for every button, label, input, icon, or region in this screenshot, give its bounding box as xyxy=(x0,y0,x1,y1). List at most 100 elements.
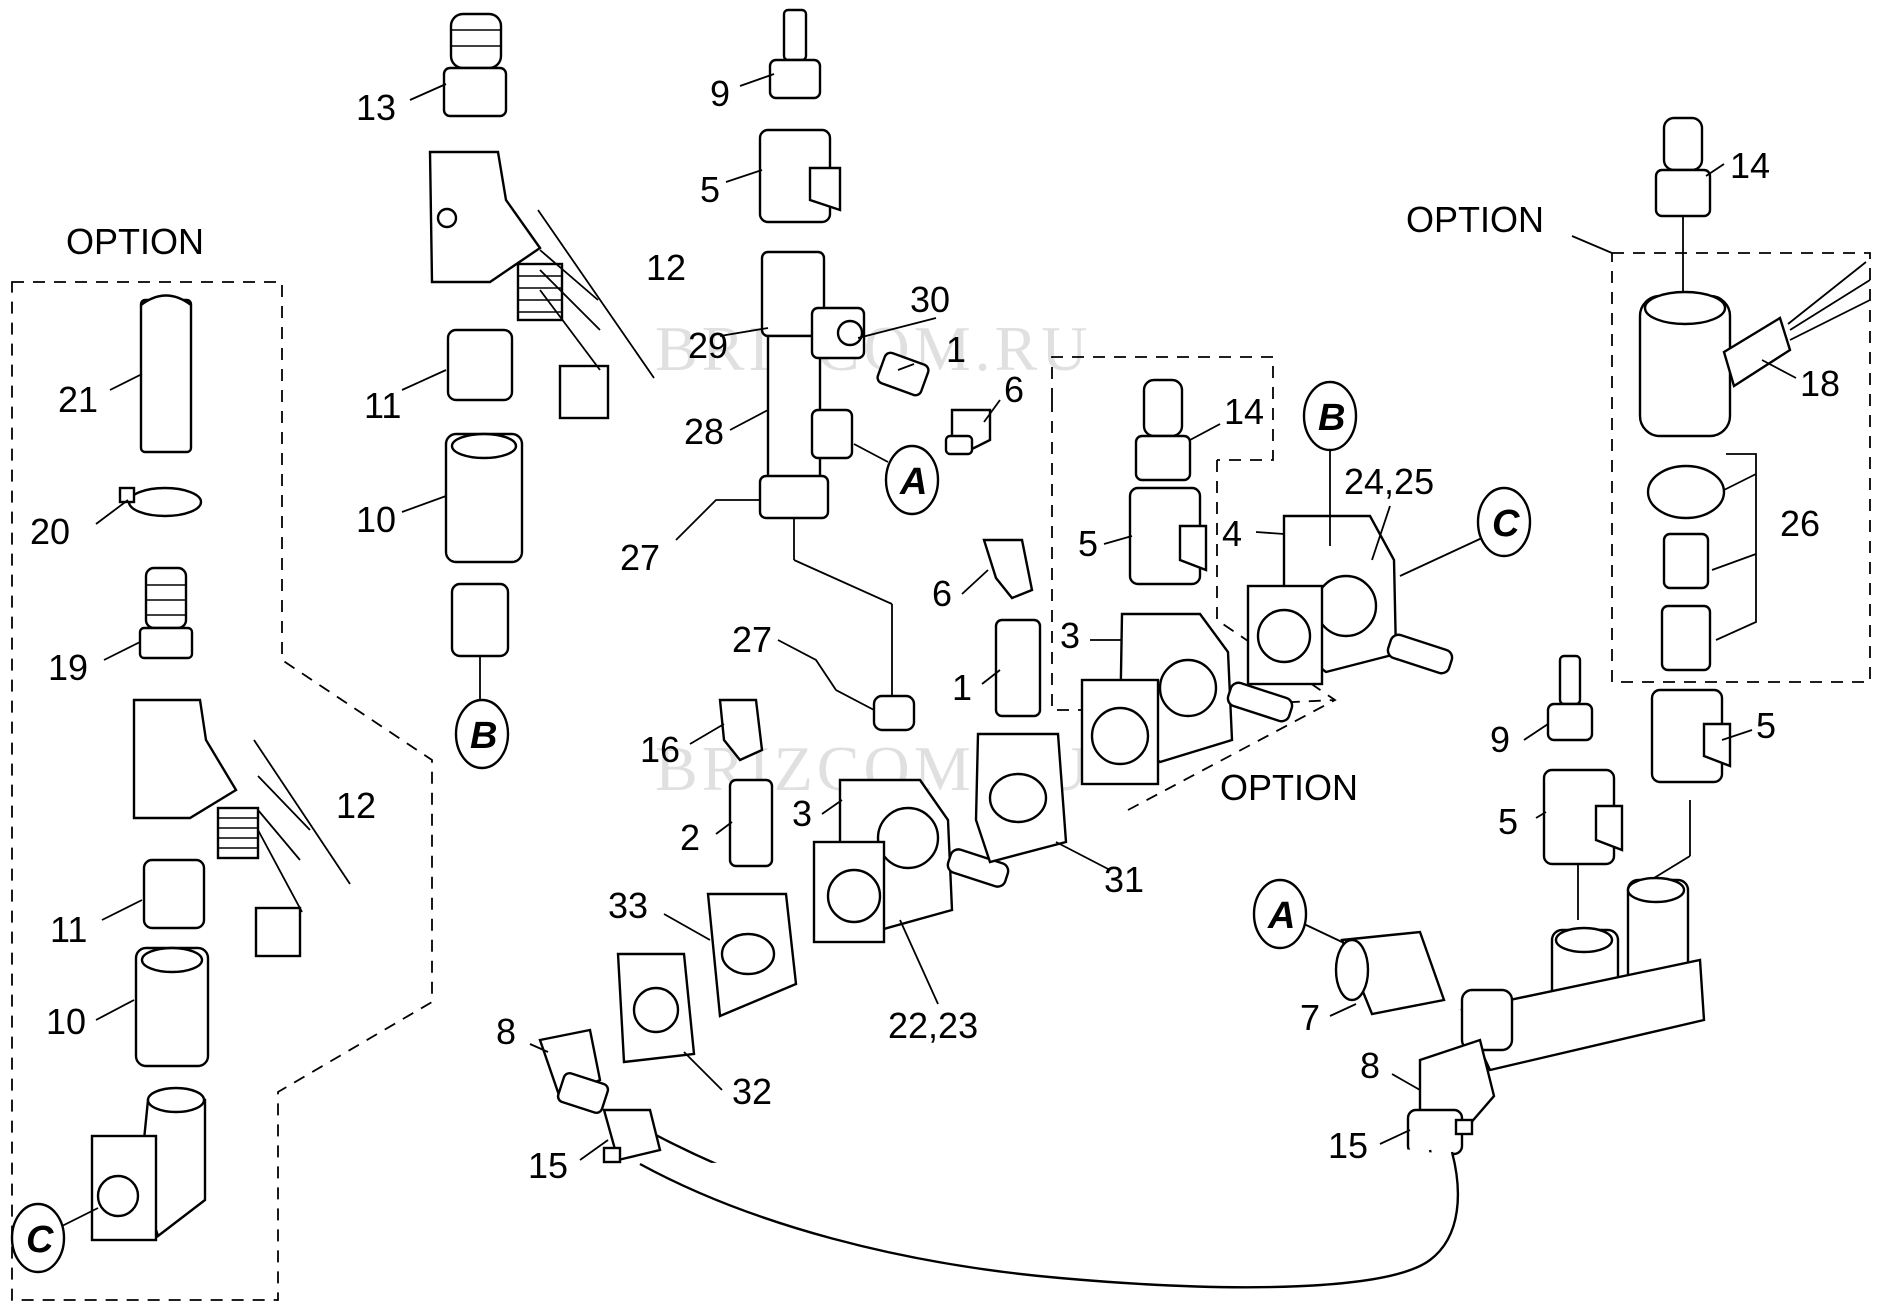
part-label-7: 7 xyxy=(1300,997,1320,1038)
part-18-sensor-tee xyxy=(1638,261,1871,438)
part-label-8: 8 xyxy=(1360,1045,1380,1086)
leader xyxy=(857,317,937,339)
part-3-pump xyxy=(1080,612,1294,786)
part-label-6: 6 xyxy=(932,573,952,614)
part-label-9: 9 xyxy=(1490,719,1510,760)
part-label-22-23: 22,23 xyxy=(888,1005,978,1046)
part-21-pipe xyxy=(139,294,193,454)
part-33-block xyxy=(706,892,798,1018)
part-label-15: 15 xyxy=(528,1145,568,1186)
callout-c: C xyxy=(10,1202,99,1274)
part-8-elbow-left xyxy=(538,1028,610,1115)
callout-label: A xyxy=(899,461,927,503)
leader xyxy=(1371,505,1391,561)
leader xyxy=(1189,423,1221,441)
part-label-5: 5 xyxy=(1078,523,1098,564)
part-label-26: 26 xyxy=(1780,503,1820,544)
part-label-31: 31 xyxy=(1104,859,1144,900)
part-19-hose-tail xyxy=(138,566,194,660)
part-label-19: 19 xyxy=(48,647,88,688)
part-10-coupling xyxy=(444,432,524,564)
part-label-27: 27 xyxy=(620,537,660,578)
leader xyxy=(821,799,843,815)
leader xyxy=(899,919,939,1005)
part-label-29: 29 xyxy=(688,325,728,366)
part-label-1: 1 xyxy=(946,329,966,370)
leader xyxy=(529,1043,549,1053)
leader xyxy=(683,1051,723,1091)
part-7-coupling xyxy=(1334,930,1446,1016)
leader xyxy=(95,999,135,1021)
part-label-3: 3 xyxy=(1060,615,1080,656)
option-label: OPTION xyxy=(66,221,204,262)
part-13-hose-tail xyxy=(442,12,508,118)
leader xyxy=(983,399,1001,423)
part-label-15: 15 xyxy=(1328,1125,1368,1166)
leader xyxy=(1535,811,1547,819)
part-14-hose-tail xyxy=(1134,378,1192,482)
part-12-strainer xyxy=(428,150,610,420)
part-11-nipple xyxy=(142,858,206,930)
part-5-ball-valve xyxy=(1650,688,1732,879)
part-nipple-b xyxy=(450,582,510,700)
part-15-clamp-left xyxy=(602,1108,662,1164)
option-label: OPTION xyxy=(1406,199,1544,240)
part-label-11: 11 xyxy=(50,909,87,950)
callout-c: C xyxy=(1399,486,1532,577)
leader xyxy=(729,409,769,431)
part-label-5: 5 xyxy=(1498,801,1518,842)
part-label-30: 30 xyxy=(910,279,950,320)
part-label-27: 27 xyxy=(732,619,772,660)
leader xyxy=(663,913,711,941)
part-label-6: 6 xyxy=(1004,369,1024,410)
part-2-filter xyxy=(728,778,774,868)
part-14-hose-tail xyxy=(1654,116,1712,300)
leader xyxy=(537,209,655,379)
leader xyxy=(1523,723,1549,741)
part-label-4: 4 xyxy=(1222,513,1242,554)
part-27-tube-guide xyxy=(793,518,893,696)
part-28-tee xyxy=(758,250,866,520)
leader xyxy=(1329,1003,1357,1017)
leader xyxy=(103,641,141,661)
callout-label: B xyxy=(470,715,497,757)
part-9-connector xyxy=(768,8,822,100)
part-label-11: 11 xyxy=(364,385,401,426)
part-label-12: 12 xyxy=(336,785,376,826)
part-1-check-valve xyxy=(876,351,930,397)
part-label-5: 5 xyxy=(1756,705,1776,746)
leader xyxy=(1705,163,1725,177)
part-6-elbow xyxy=(944,408,992,456)
part-label-12: 12 xyxy=(646,247,686,288)
option-label: OPTION xyxy=(1220,767,1358,808)
part-26-fittings xyxy=(1646,464,1726,672)
part-11-nipple xyxy=(446,328,514,402)
part-12-strainer xyxy=(132,698,302,958)
leader xyxy=(981,669,1001,685)
part-label-16: 16 xyxy=(640,729,680,770)
part-5-ball-valve xyxy=(1128,486,1208,586)
leader xyxy=(675,499,760,541)
part-5-ball-valve xyxy=(758,128,842,224)
leader xyxy=(1721,729,1753,741)
part-label-2: 2 xyxy=(680,817,700,858)
part-20-clamp xyxy=(118,486,203,518)
leader xyxy=(95,499,129,525)
callout-label: C xyxy=(26,1219,54,1261)
leader xyxy=(1055,841,1111,871)
part-3-pump xyxy=(812,778,1010,944)
part-label-3: 3 xyxy=(792,793,812,834)
leader xyxy=(725,169,763,183)
leader xyxy=(1761,359,1797,379)
part-label-9: 9 xyxy=(710,73,730,114)
callout-b: B xyxy=(1302,380,1358,546)
callout-a: A xyxy=(1252,878,1343,950)
leader xyxy=(1255,531,1285,535)
part-27-bushing xyxy=(872,694,916,732)
part-1-filter xyxy=(994,618,1042,718)
leader xyxy=(109,373,143,391)
leader xyxy=(719,327,769,337)
part-label-20: 20 xyxy=(30,511,70,552)
callout-b: B xyxy=(454,698,510,770)
leader xyxy=(777,639,875,711)
